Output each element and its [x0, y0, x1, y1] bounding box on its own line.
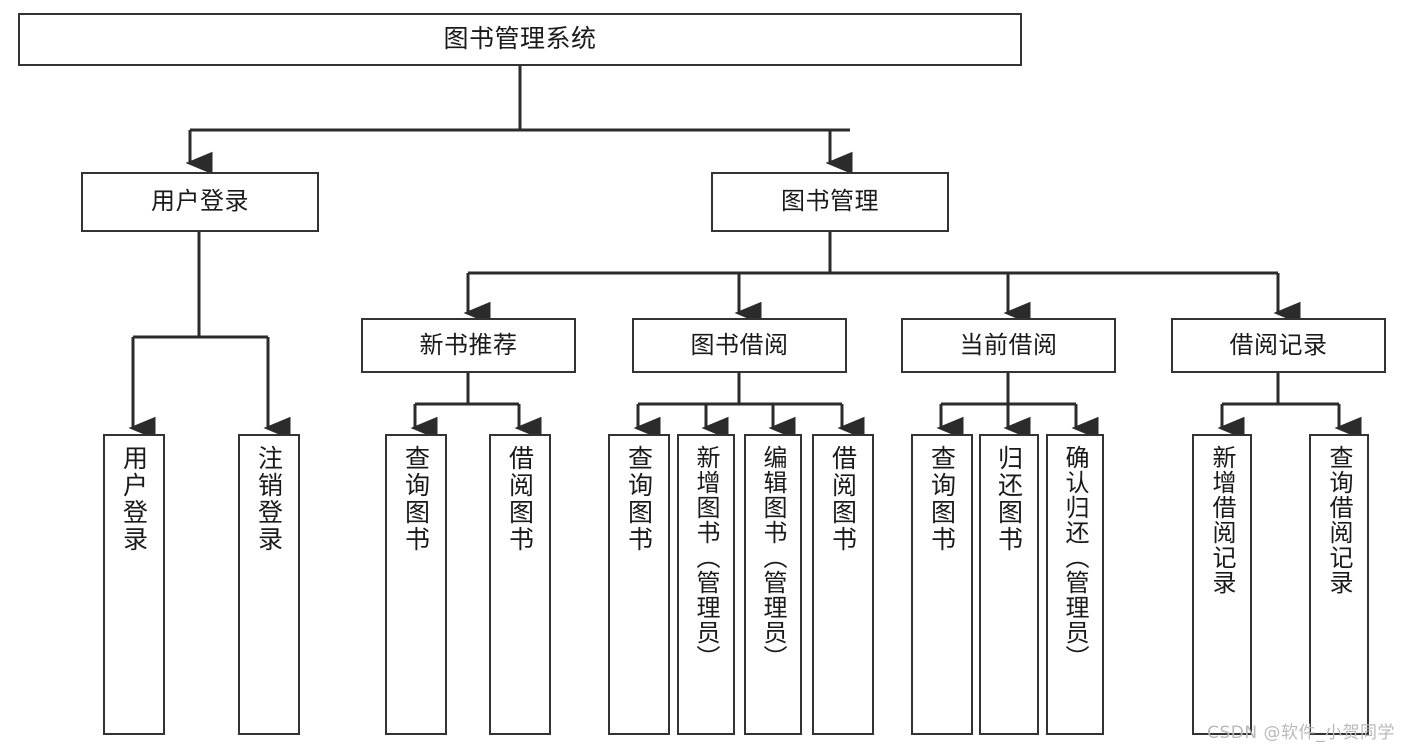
- node-label: 查询借阅记录: [1325, 445, 1353, 595]
- node-label: 新书推荐: [419, 330, 518, 359]
- node-label: 编辑图书（管理员）: [759, 445, 787, 670]
- node-leaf-add-record[interactable]: 新增借阅记录: [1192, 434, 1252, 735]
- csdn-watermark: CSDN @软件_小贺同学: [1207, 723, 1395, 743]
- node-user-login[interactable]: 用户登录: [81, 172, 319, 232]
- node-leaf-logout-login[interactable]: 注销登录: [238, 434, 300, 735]
- node-leaf-add-book[interactable]: 新增图书（管理员）: [677, 434, 735, 735]
- node-label: 查询图书: [624, 445, 654, 553]
- node-current-borrow[interactable]: 当前借阅: [901, 318, 1116, 373]
- node-leaf-query-book-1[interactable]: 查询图书: [385, 434, 447, 735]
- node-label: 新增借阅记录: [1208, 445, 1236, 595]
- node-leaf-query-book-3[interactable]: 查询图书: [911, 434, 973, 735]
- node-book-manage[interactable]: 图书管理: [711, 172, 949, 232]
- node-leaf-user-login[interactable]: 用户登录: [103, 434, 165, 735]
- node-leaf-borrow-book-2[interactable]: 借阅图书: [812, 434, 874, 735]
- node-leaf-borrow-book-1[interactable]: 借阅图书: [489, 434, 551, 735]
- node-label: 借阅图书: [828, 445, 858, 553]
- node-leaf-query-book-2[interactable]: 查询图书: [608, 434, 670, 735]
- node-borrow-record[interactable]: 借阅记录: [1171, 318, 1386, 373]
- node-label: 查询图书: [401, 445, 431, 553]
- node-label: 新增图书（管理员）: [692, 445, 720, 670]
- node-new-book-recommend[interactable]: 新书推荐: [361, 318, 576, 373]
- node-label: 确认归还（管理员）: [1061, 445, 1089, 670]
- node-label: 借阅记录: [1229, 330, 1328, 359]
- node-leaf-confirm-return[interactable]: 确认归还（管理员）: [1046, 434, 1104, 735]
- node-leaf-edit-book[interactable]: 编辑图书（管理员）: [744, 434, 802, 735]
- node-label: 图书管理系统: [443, 24, 597, 54]
- node-label: 用户登录: [119, 445, 149, 553]
- node-label: 当前借阅: [959, 330, 1058, 359]
- node-label: 用户登录: [151, 187, 249, 216]
- node-label: 注销登录: [254, 445, 284, 553]
- node-label: 归还图书: [994, 445, 1024, 553]
- node-book-borrow[interactable]: 图书借阅: [632, 318, 847, 373]
- node-leaf-return-book[interactable]: 归还图书: [979, 434, 1039, 735]
- node-label: 查询图书: [927, 445, 957, 553]
- node-leaf-query-record[interactable]: 查询借阅记录: [1309, 434, 1369, 735]
- node-label: 借阅图书: [505, 445, 535, 553]
- node-root-system[interactable]: 图书管理系统: [18, 13, 1022, 66]
- node-label: 图书管理: [781, 187, 879, 216]
- node-label: 图书借阅: [690, 330, 789, 359]
